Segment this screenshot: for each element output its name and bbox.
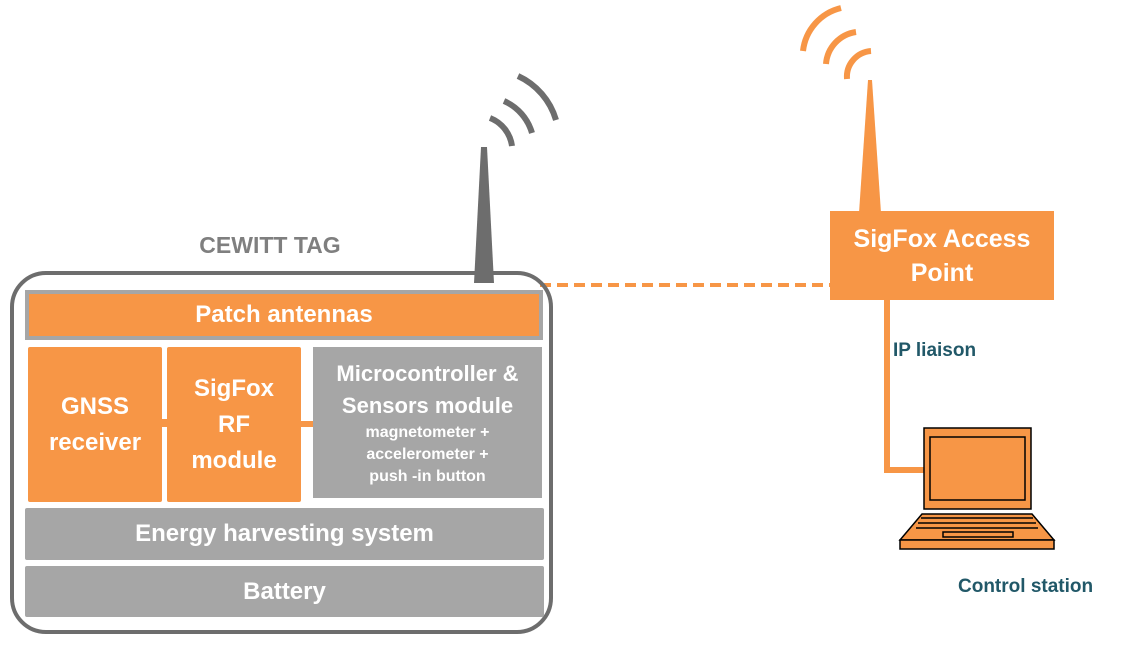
gnss-to-rf-connector bbox=[160, 419, 169, 427]
ap-label-line2: Point bbox=[910, 258, 974, 287]
patch-antennas-block: Patch antennas bbox=[25, 290, 543, 340]
laptop-base bbox=[899, 539, 1055, 550]
energy-harvesting-block: Energy harvesting system bbox=[25, 508, 544, 560]
ap-wave-large bbox=[800, 5, 842, 52]
energy-harvesting-label: Energy harvesting system bbox=[135, 520, 434, 547]
ip-liaison-label: IP liaison bbox=[893, 340, 977, 361]
laptop-touchpad bbox=[942, 531, 1014, 538]
laptop-screen bbox=[929, 436, 1026, 501]
battery-label: Battery bbox=[243, 577, 326, 605]
laptop-icon bbox=[898, 427, 1056, 550]
mcu-title-line2: Sensors module bbox=[341, 392, 514, 418]
tag-wave-small bbox=[488, 115, 515, 147]
sigfox-rf-label-line3: module bbox=[191, 446, 277, 474]
gnss-label-line1: GNSS bbox=[60, 392, 129, 420]
tag-wave-medium bbox=[502, 98, 535, 134]
rf-to-mcu-connector bbox=[301, 421, 313, 427]
ap-wave-small bbox=[843, 48, 872, 80]
mcu-sensor-2: accelerometer + bbox=[366, 445, 489, 463]
gnss-label-line2: receiver bbox=[48, 428, 142, 456]
battery-block: Battery bbox=[25, 566, 544, 617]
gnss-receiver-block: GNSS receiver bbox=[28, 347, 162, 502]
mcu-sensor-1: magnetometer + bbox=[365, 423, 490, 441]
ip-link-line bbox=[884, 300, 926, 473]
tag-signal-waves-icon bbox=[488, 73, 559, 147]
microcontroller-sensors-block: Microcontroller & Sensors module magneto… bbox=[313, 347, 542, 498]
patch-antennas-label: Patch antennas bbox=[195, 301, 373, 328]
tag-antenna-icon bbox=[474, 147, 494, 283]
sigfox-rf-module-block: SigFox RF module bbox=[167, 347, 301, 502]
sigfox-rf-label-line2: RF bbox=[218, 410, 250, 438]
sigfox-access-point-block: SigFox Access Point bbox=[830, 211, 1054, 300]
control-station-label: Control station bbox=[958, 576, 1094, 597]
tag-enclosure bbox=[10, 271, 553, 634]
sigfox-rf-label-line1: SigFox bbox=[193, 374, 274, 402]
tag-wave-large bbox=[516, 73, 559, 121]
ap-wave-medium bbox=[823, 29, 857, 65]
ap-antenna-icon bbox=[859, 80, 881, 213]
ap-signal-waves-icon bbox=[800, 5, 872, 80]
ap-label-line1: SigFox Access bbox=[853, 224, 1031, 253]
mcu-sensor-3: push -in button bbox=[369, 467, 486, 485]
tag-title: CEWITT TAG bbox=[199, 232, 341, 258]
mcu-title-line1: Microcontroller & bbox=[336, 360, 519, 386]
